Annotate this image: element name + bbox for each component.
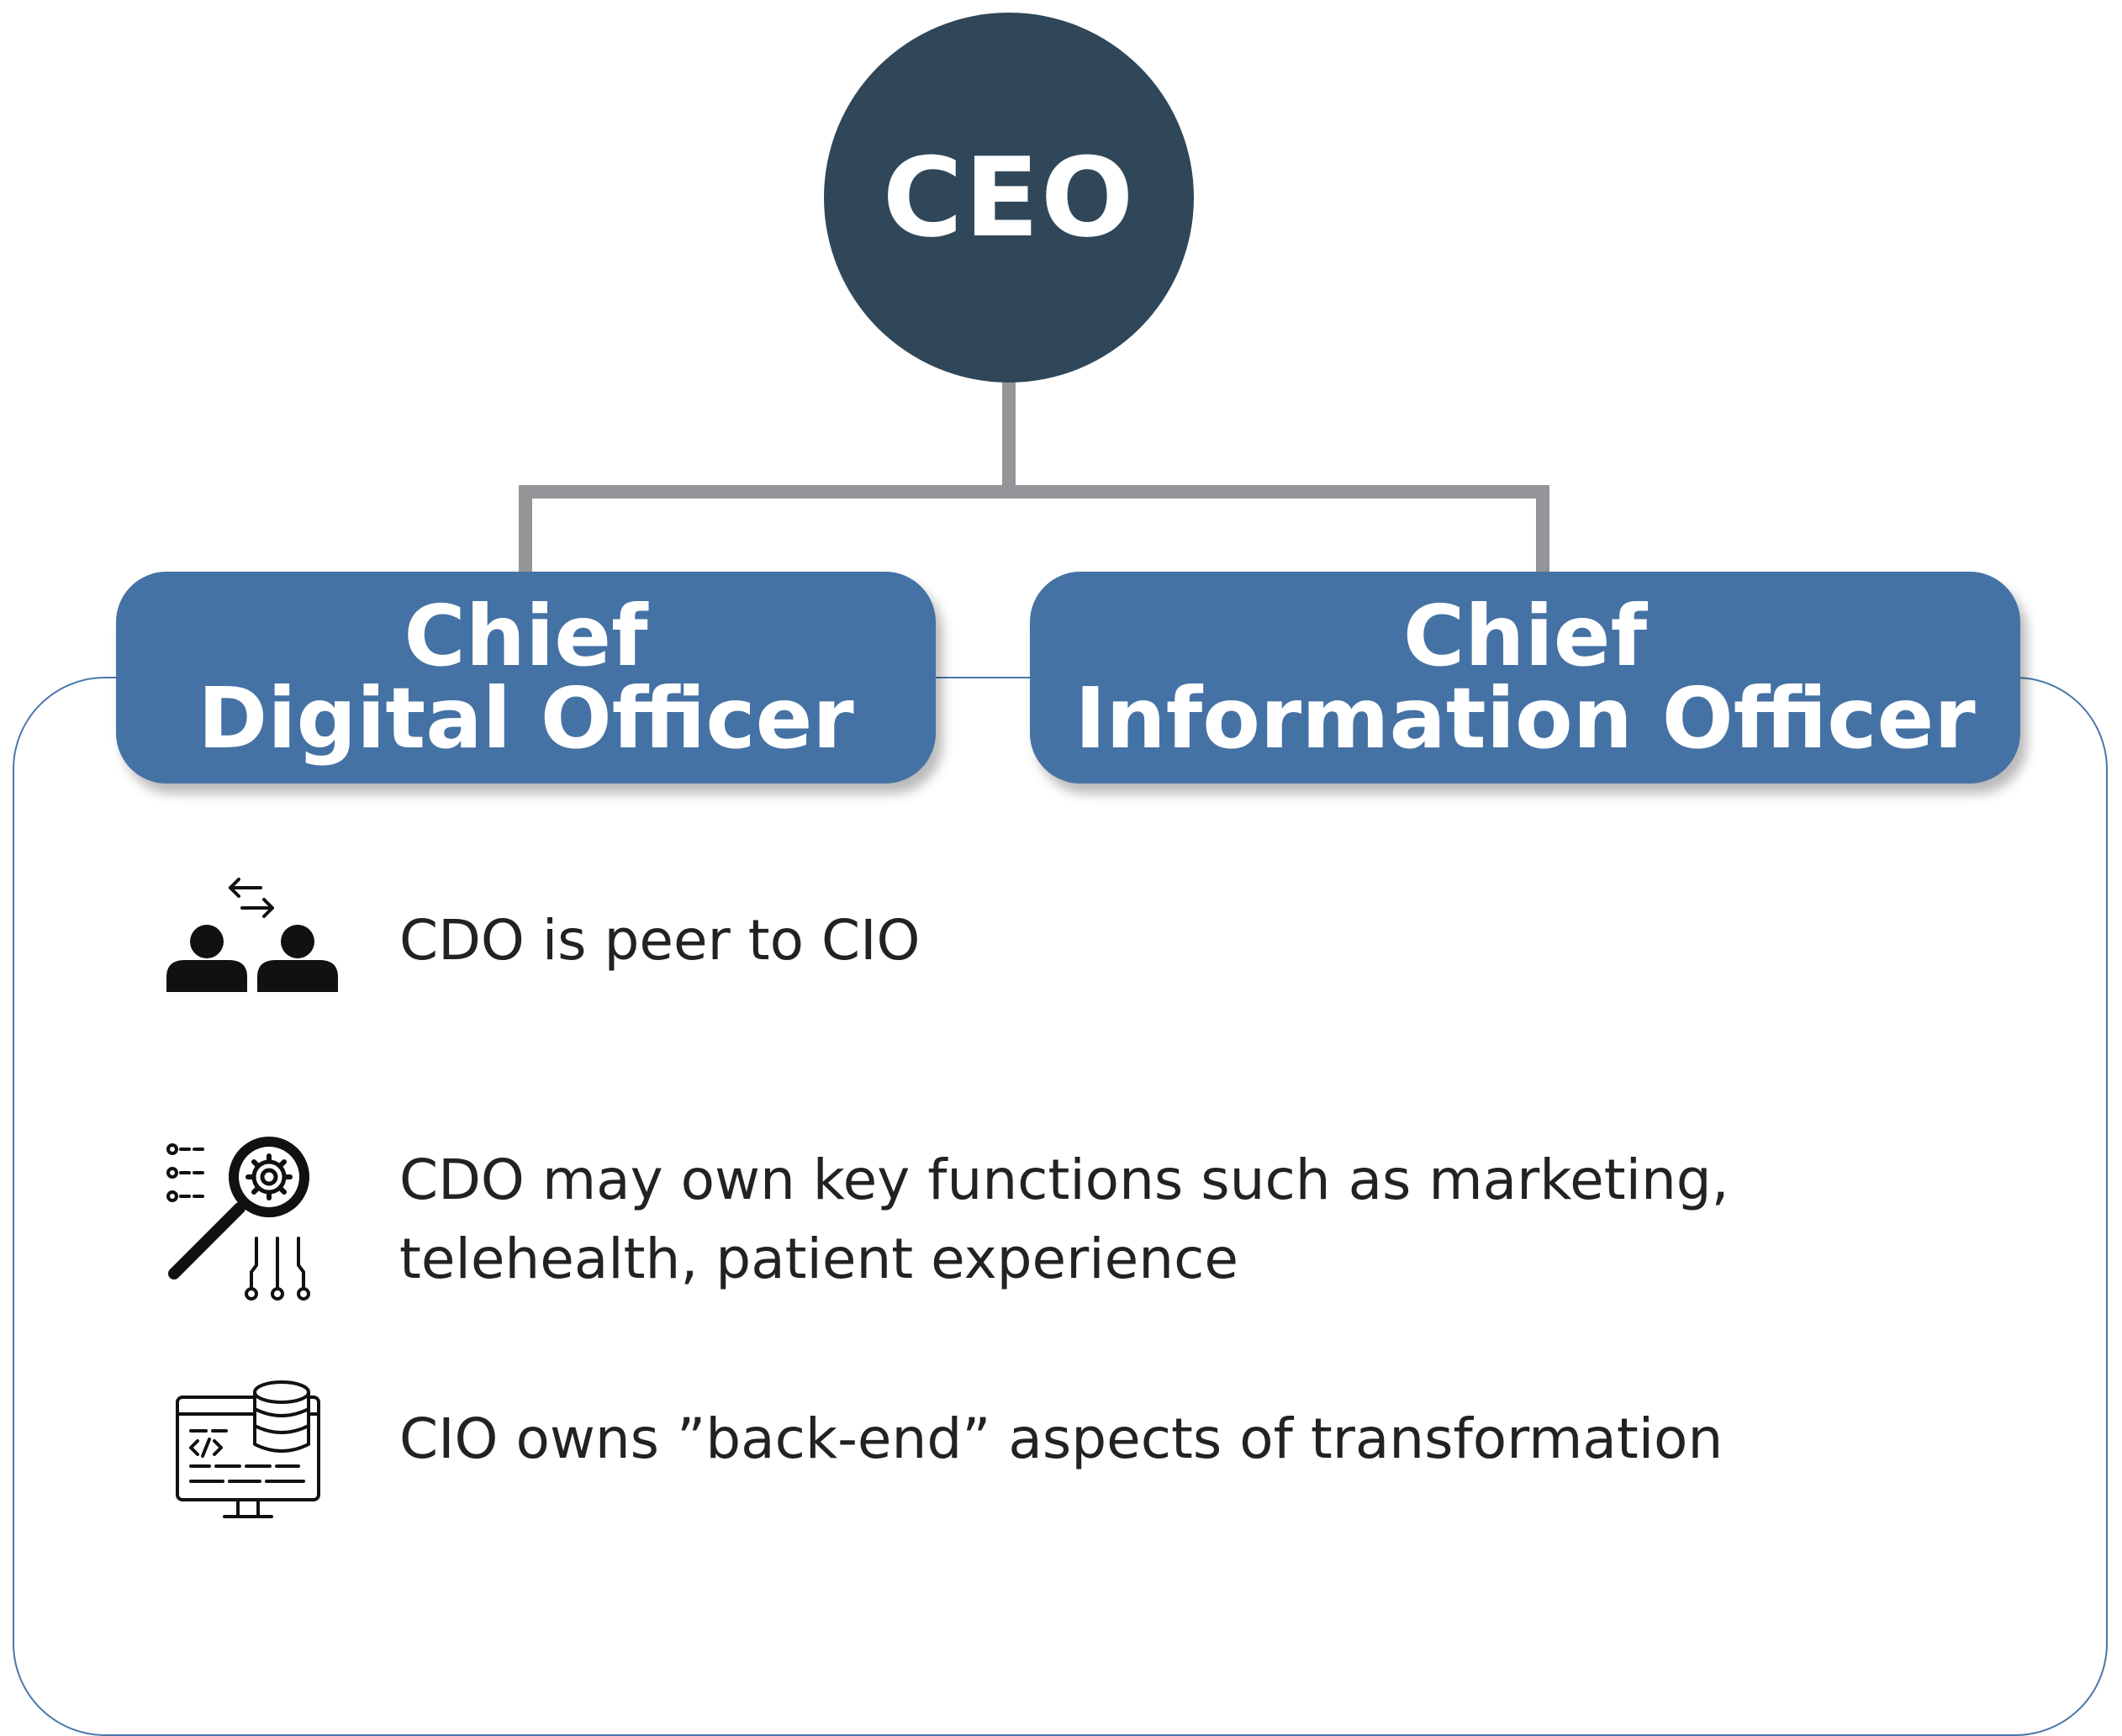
role-cdo-line2: Digital Officer [198, 669, 854, 768]
point-functions-line1: CDO may own key functions such as market… [399, 1148, 1729, 1212]
branch-line [519, 485, 1549, 580]
magnifier-gear-icon [166, 1137, 310, 1301]
role-cdo-line1: Chief [404, 587, 648, 685]
point-functions: CDO may own key functions such as market… [399, 1141, 1729, 1299]
server-monitor-icon [176, 1380, 320, 1518]
point-peer: CDO is peer to CIO [399, 901, 921, 980]
point-backend-text: CIO owns ”back-end” aspects of transform… [399, 1406, 1723, 1471]
role-cio-line1: Chief [1402, 587, 1648, 685]
point-functions-line2: telehealth, patient experience [399, 1227, 1238, 1291]
org-connectors [519, 378, 1549, 580]
ceo-label: CEO [882, 134, 1136, 261]
point-backend: CIO owns ”back-end” aspects of transform… [399, 1400, 1723, 1479]
role-cio-line2: Information Officer [1074, 669, 1976, 768]
point-peer-text: CDO is peer to CIO [399, 908, 921, 973]
ceo-node: CEO [824, 13, 1194, 383]
role-cio-box: Chief Information Officer [1030, 572, 2020, 784]
info-panel [13, 677, 2108, 1736]
peer-exchange-icon [166, 878, 338, 992]
role-cdo-box: Chief Digital Officer [116, 572, 936, 784]
